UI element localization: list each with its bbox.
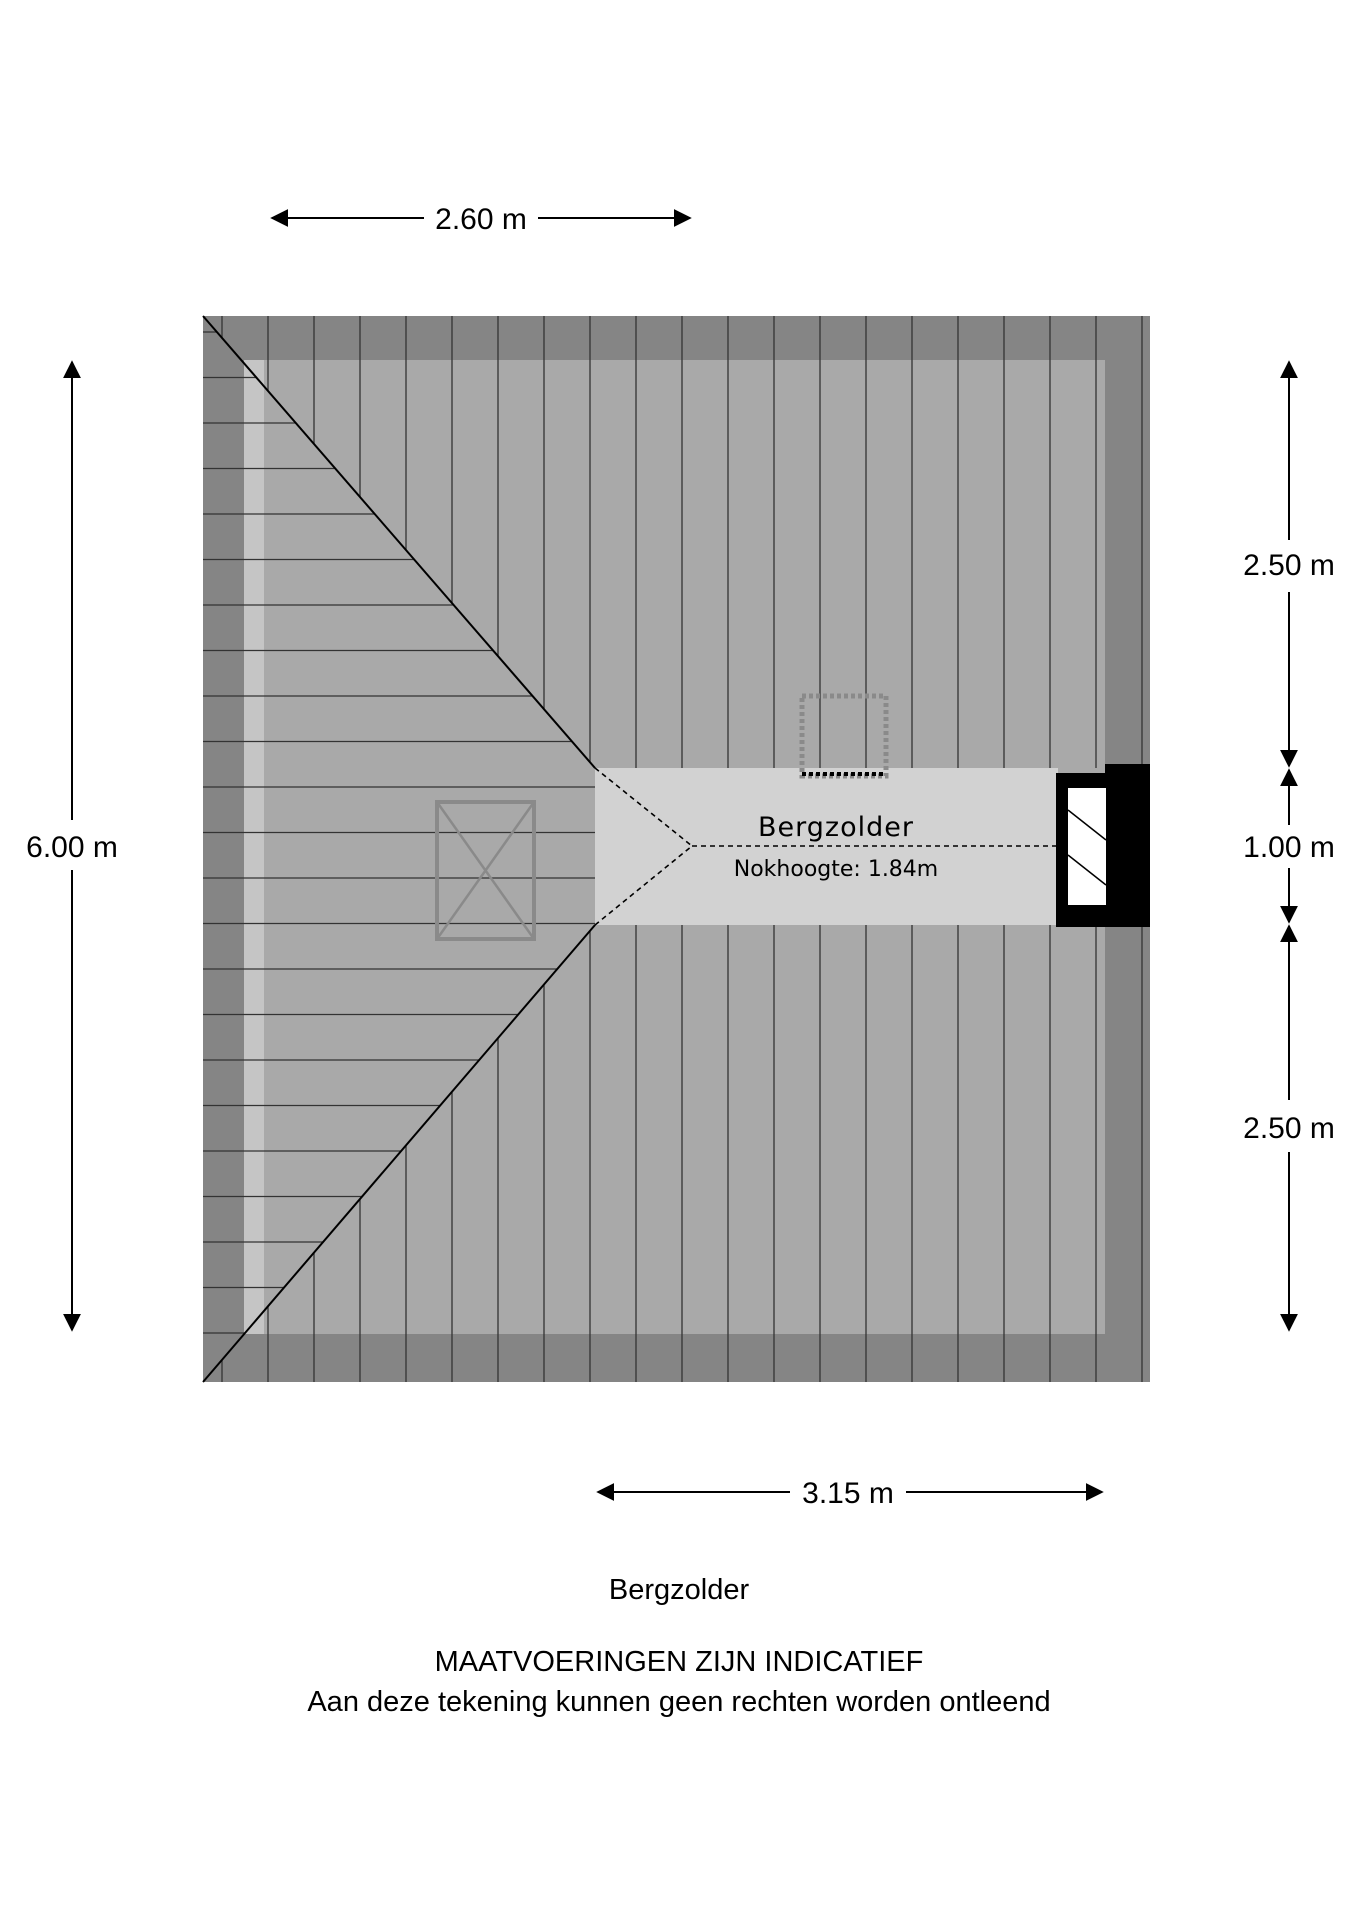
roof-window (435, 800, 536, 941)
floor-name-caption: Bergzolder (608, 1574, 750, 1606)
dimension-bottom-label: 3.15 m (802, 1477, 894, 1510)
dimension-left: 6.00 m (26, 360, 118, 1332)
hip-line-top (202, 315, 596, 769)
chimney (1056, 764, 1150, 927)
roof-tile-lines-vertical (221, 316, 1143, 1382)
dimension-right-top-label: 2.50 m (1243, 549, 1335, 582)
dimension-top: 2.60 m (270, 203, 692, 236)
ridge-dash-top (594, 767, 693, 847)
roof-tile-lines-horizontal (203, 331, 595, 1334)
stair-hatch (799, 693, 889, 779)
room-name: Bergzolder (758, 812, 914, 843)
disclaimer-line-1: MAATVOERINGEN ZIJN INDICATIEF (434, 1646, 924, 1678)
dimension-right-middle-label: 1.00 m (1243, 831, 1335, 864)
ridge-dash-bottom (594, 845, 693, 926)
dimension-left-label: 6.00 m (26, 831, 118, 864)
wall-strip (244, 360, 264, 1334)
dimension-right: 2.50 m 1.00 m 2.50 m (1243, 360, 1335, 1332)
roof-plan: Bergzolder Nokhoogte: 1.84m (202, 315, 1150, 1383)
dimension-bottom: 3.15 m (596, 1477, 1104, 1510)
dimension-right-bottom-label: 2.50 m (1243, 1112, 1335, 1145)
hip-line-bottom (202, 924, 596, 1383)
floor-strip (595, 768, 1058, 925)
disclaimer-line-2: Aan deze tekening kunnen geen rechten wo… (307, 1686, 1051, 1718)
ridge-height-label: Nokhoogte: 1.84m (734, 857, 938, 882)
dimension-top-label: 2.60 m (435, 203, 527, 236)
